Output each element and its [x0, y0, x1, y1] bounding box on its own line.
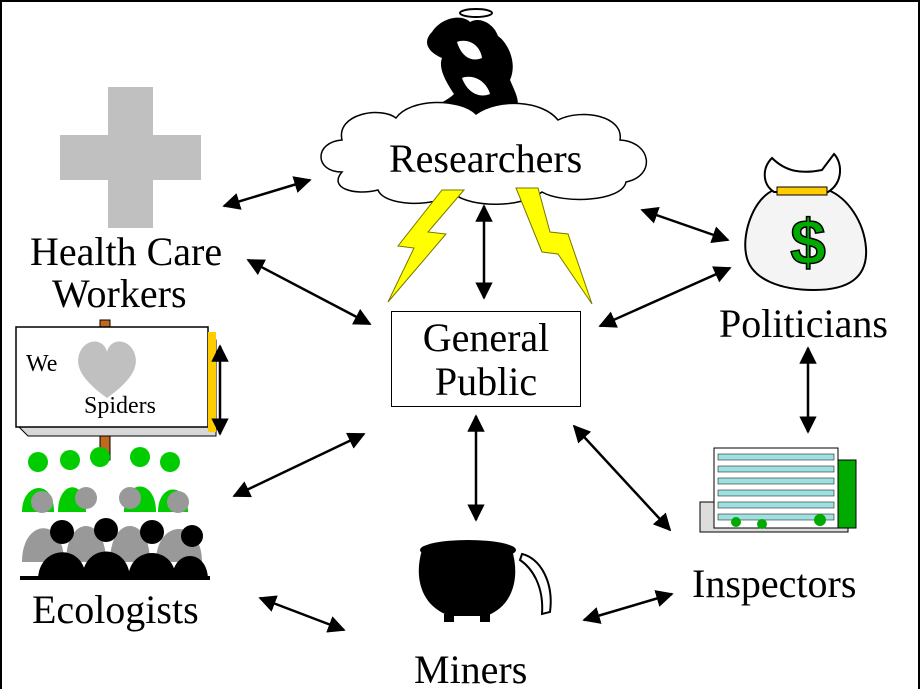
- protest-sign: [15, 319, 217, 461]
- label-health-care-line1: Health Care: [30, 229, 223, 274]
- arrow-healthcare-researchers: [222, 176, 312, 210]
- label-researchers: Researchers: [389, 136, 583, 181]
- label-general: General: [422, 315, 550, 360]
- building-icon: [699, 447, 857, 533]
- lightning-right-icon: [515, 187, 593, 305]
- arrow-public-politicians: [598, 266, 732, 328]
- sign-text-spiders: Spiders: [84, 393, 156, 419]
- arrow-ecologists-miners: [258, 595, 346, 633]
- label-miners: Miners: [414, 647, 528, 692]
- label-ecologists: Ecologists: [32, 587, 199, 632]
- connections: [211, 176, 817, 633]
- angel-icon: [422, 8, 518, 116]
- heart-icon: [78, 341, 136, 398]
- arrow-healthcare-public: [246, 258, 372, 326]
- lightning-left-icon: [387, 189, 466, 303]
- money-bag-icon: $: [744, 152, 868, 292]
- general-public-box: General Public: [391, 311, 581, 407]
- sign-text-we: We: [26, 351, 58, 377]
- cauldron-icon: [418, 540, 552, 622]
- medical-cross-icon: [60, 87, 201, 228]
- label-public: Public: [434, 359, 538, 404]
- label-health-care-line2: Workers: [52, 271, 187, 316]
- label-politicians: Politicians: [719, 301, 888, 346]
- arrow-ecologists-public: [232, 432, 366, 498]
- arrow-researchers-politicians: [640, 206, 730, 244]
- arrow-public-inspectors: [572, 424, 672, 532]
- crowd-icon: [20, 447, 210, 580]
- label-inspectors: Inspectors: [692, 561, 857, 606]
- dollar-sign: $: [790, 206, 826, 278]
- arrow-miners-inspectors: [582, 590, 674, 624]
